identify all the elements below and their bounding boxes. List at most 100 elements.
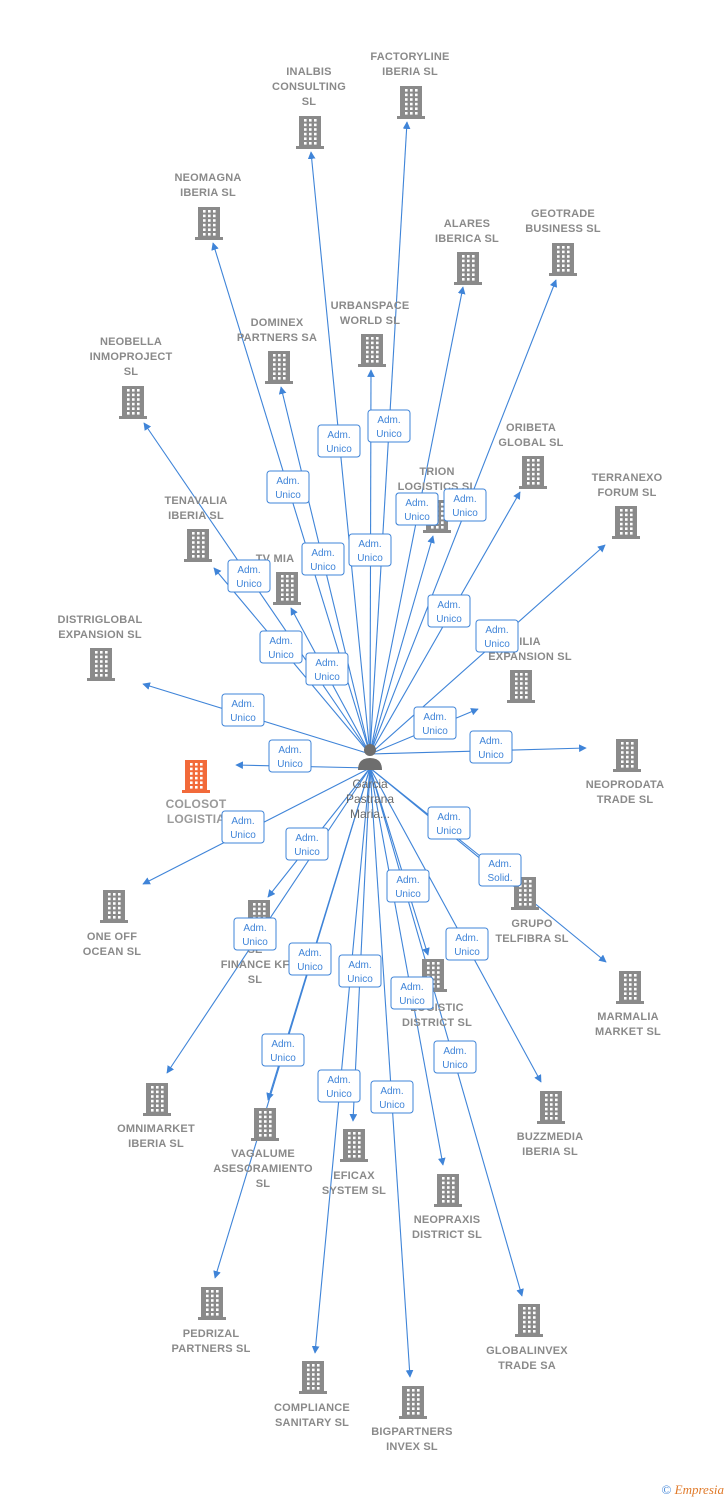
role-badge: Adm. Solid. <box>478 853 522 887</box>
role-badge-text: Solid. <box>487 873 512 884</box>
building-icon <box>195 207 223 240</box>
role-badge: Adm.Unico <box>317 424 361 458</box>
role-badge-text: Unico <box>376 429 402 440</box>
role-badge-text: Unico <box>270 1053 296 1064</box>
company-label: EFICAX <box>333 1170 375 1182</box>
role-badge-text: Unico <box>478 750 504 761</box>
company-label: GRUPO <box>511 918 553 930</box>
edge-line <box>213 767 371 1279</box>
role-badge-text: Adm. <box>437 600 460 611</box>
company-node-tenavalia[interactable]: TENAVALIA IBERIA SL <box>164 495 227 562</box>
role-badge-text: Adm. <box>443 1046 466 1057</box>
building-icon <box>87 648 115 681</box>
company-label: PARTNERS SL <box>171 1343 250 1355</box>
company-label: SL <box>124 366 139 378</box>
company-label: BUSINESS SL <box>525 223 601 235</box>
building-icon <box>296 116 324 149</box>
company-label: VAGALUME <box>231 1148 295 1160</box>
company-label: SANITARY SL <box>275 1417 349 1429</box>
role-badge: Adm.Unico <box>317 1069 361 1103</box>
building-icon <box>198 1287 226 1320</box>
building-icon <box>612 506 640 539</box>
company-label: ONE OFF <box>87 931 137 943</box>
role-badge-text: Unico <box>442 1060 468 1071</box>
role-badge-text: Unico <box>452 508 478 519</box>
role-badge-text: Unico <box>326 1089 352 1100</box>
building-icon <box>265 351 293 384</box>
footer-brand[interactable]: © Empresia <box>662 1482 725 1498</box>
role-badge: Adm.Unico <box>390 976 434 1010</box>
role-badge: Adm.Unico <box>427 594 471 628</box>
building-icon <box>616 971 644 1004</box>
building-icon <box>184 529 212 562</box>
role-badge-text: Unico <box>379 1100 405 1111</box>
person-name: Maria... <box>350 807 390 821</box>
role-badge: Adm.Unico <box>227 559 271 593</box>
role-badge-text: Adm. <box>271 1039 294 1050</box>
building-icon <box>549 243 577 276</box>
role-badge: Adm.Unico <box>370 1080 414 1114</box>
role-badge-text: Adm. <box>488 859 511 870</box>
company-node-pedrizal[interactable]: PEDRIZAL PARTNERS SL <box>171 1287 250 1355</box>
role-badge: Adm.Unico <box>443 488 487 522</box>
role-badge-text: Adm. <box>243 923 266 934</box>
role-badge-text: Adm. <box>377 415 400 426</box>
company-label: INMOPROJECT <box>90 351 173 363</box>
role-badge-text: Adm. <box>315 658 338 669</box>
edge-line <box>349 767 371 1122</box>
company-label: PEDRIZAL <box>183 1328 240 1340</box>
company-label: GLOBAL SL <box>498 437 563 449</box>
company-label: SL <box>302 96 317 108</box>
building-icon <box>397 86 425 119</box>
role-badge-text: Unico <box>326 444 352 455</box>
company-label: OMNIMARKET <box>117 1123 195 1135</box>
company-label: TERRANEXO <box>592 472 663 484</box>
building-icon <box>519 456 547 489</box>
company-label: COLOSOT <box>166 797 227 811</box>
building-icon <box>358 334 386 367</box>
role-badge-text: Adm. <box>278 745 301 756</box>
company-label: FINANCE KF <box>221 959 290 971</box>
role-badge-text: Unico <box>422 726 448 737</box>
building-icon <box>507 670 535 703</box>
company-label: TENAVALIA <box>164 495 227 507</box>
company-label: IBERIA SL <box>168 510 224 522</box>
role-badge: Adm.Unico <box>285 827 329 861</box>
edge-line <box>369 767 446 1166</box>
role-badge-text: Unico <box>236 579 262 590</box>
role-badge-text: Unico <box>230 713 256 724</box>
role-badge: Adm. Unico <box>433 1040 477 1074</box>
company-label: PARTNERS SA <box>237 332 317 344</box>
role-badge: Adm. Unico <box>261 1033 305 1067</box>
center-person[interactable]: GarciaPastranaMaria... <box>346 744 394 821</box>
role-badge: Adm. Unico <box>367 409 411 443</box>
